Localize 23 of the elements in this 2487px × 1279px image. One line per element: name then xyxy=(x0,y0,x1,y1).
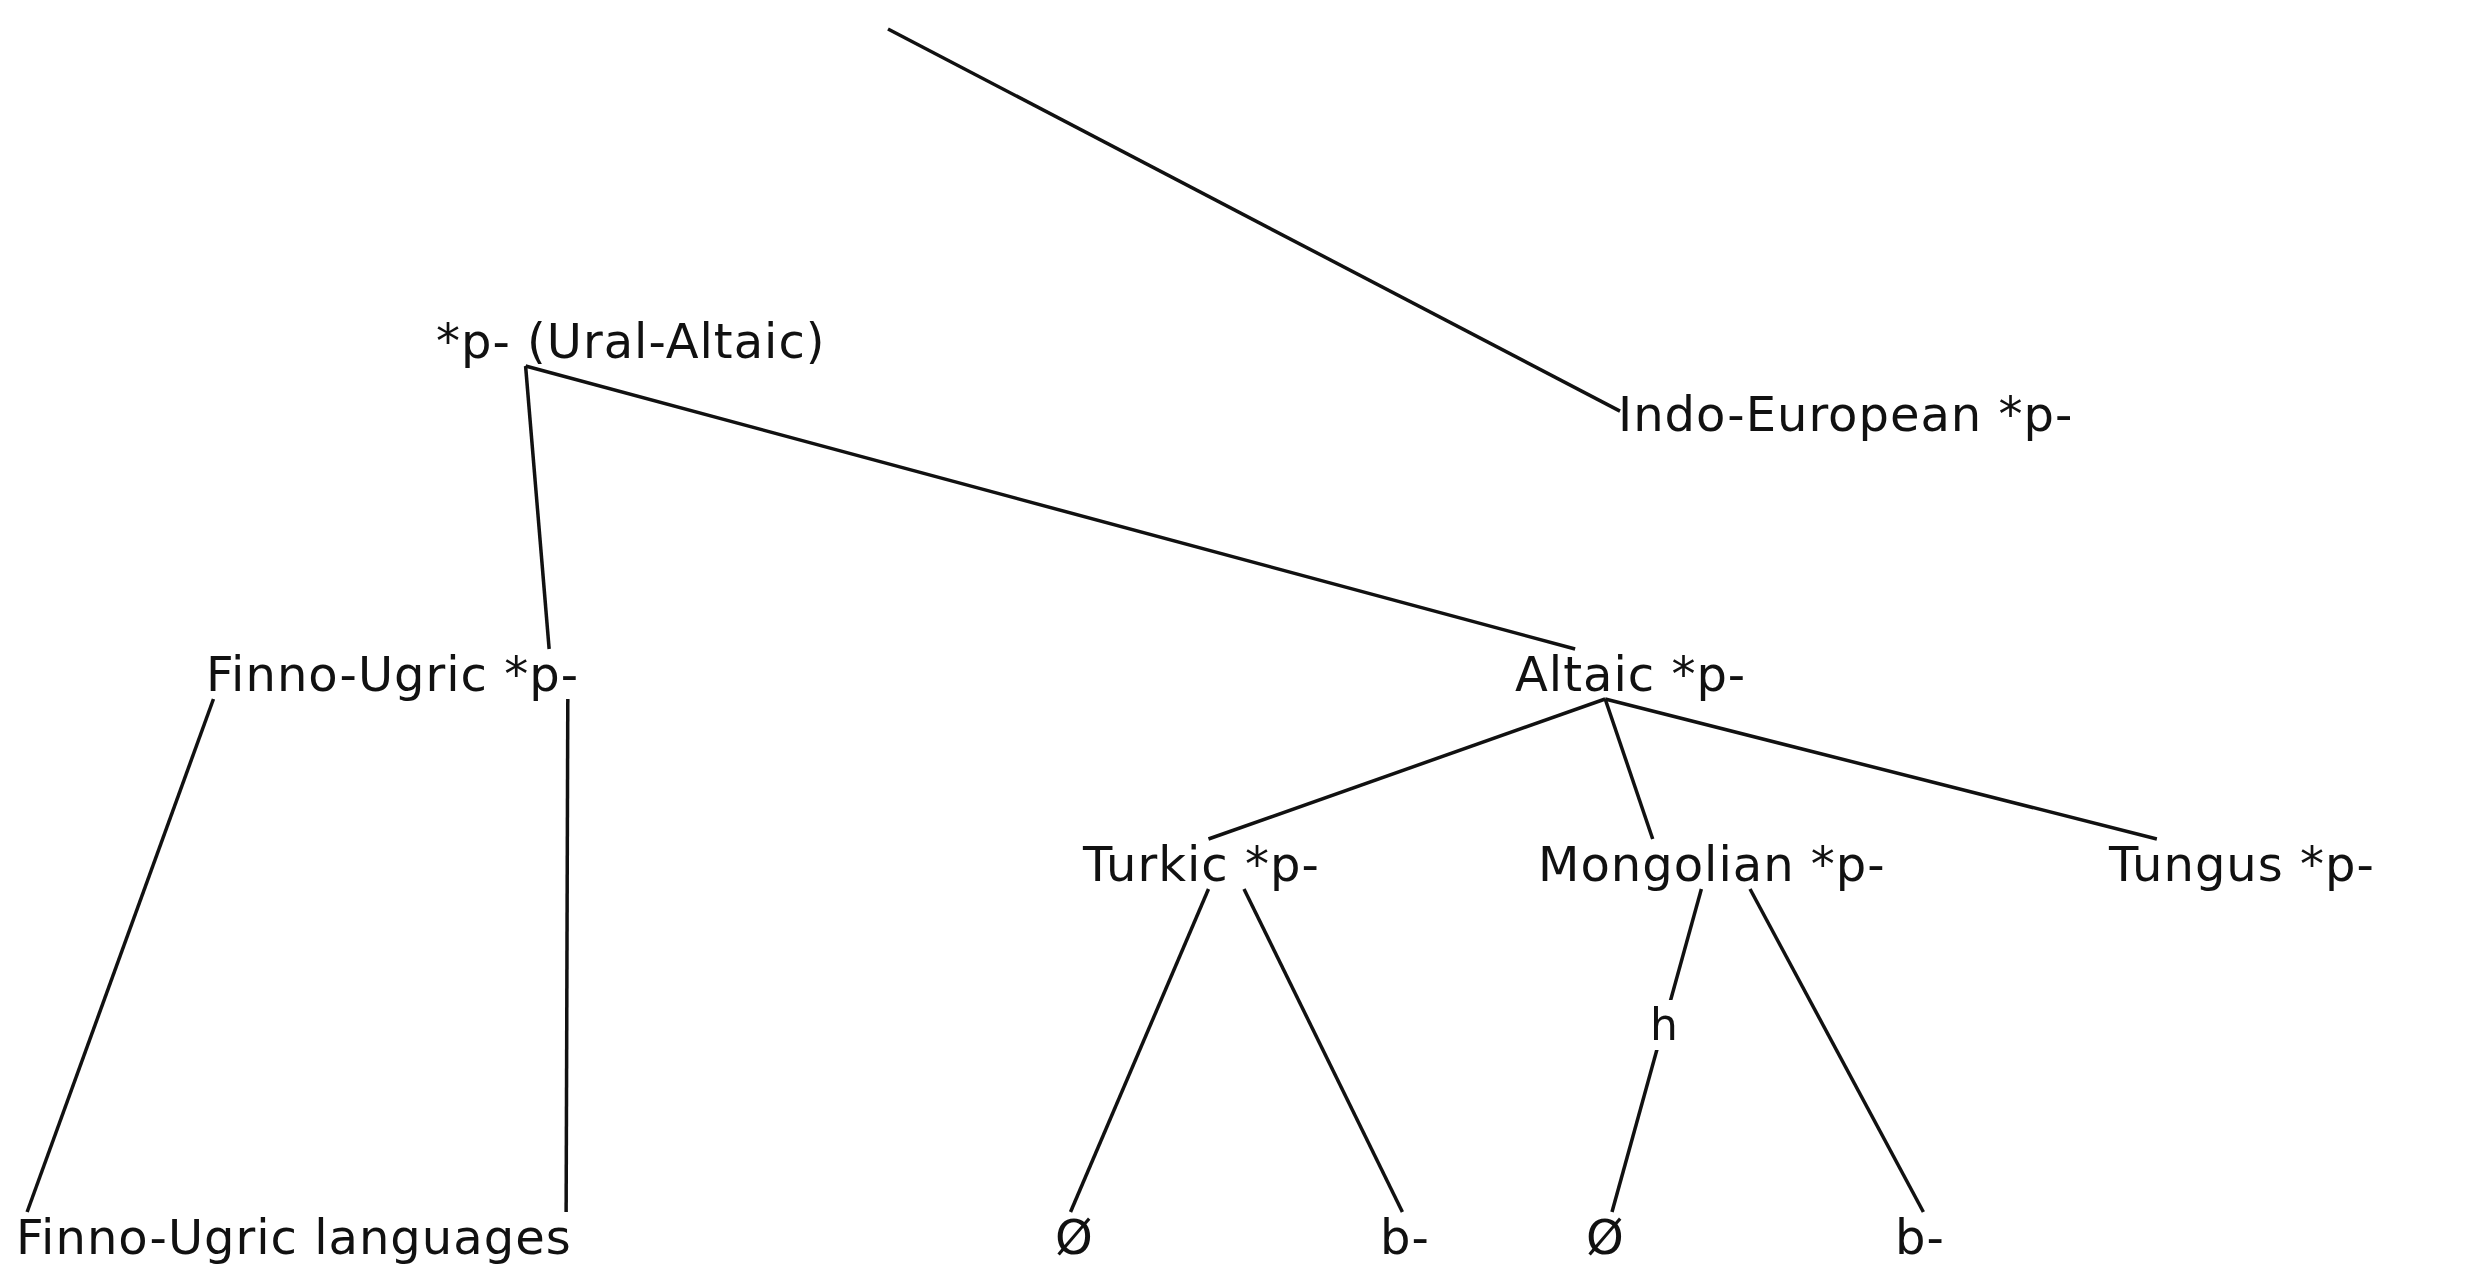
node-label: Indo-European *p- xyxy=(1618,385,2074,443)
node-label: Ø xyxy=(1586,1208,1625,1266)
tree-line xyxy=(1242,888,1404,1213)
tree-line xyxy=(25,698,216,1213)
node-label: Ø xyxy=(1055,1208,1094,1266)
tree-line xyxy=(887,27,1621,413)
tree-line xyxy=(1748,888,1925,1213)
node-label: b- xyxy=(1380,1208,1430,1266)
tree-line xyxy=(1603,698,1655,840)
node-label: *p- (Ural-Altaic) xyxy=(436,312,826,370)
tree-line xyxy=(1068,888,1211,1213)
node-label: Mongolian *p- xyxy=(1538,835,1886,893)
node-label: Altaic *p- xyxy=(1515,645,1747,703)
node-label: Turkic *p- xyxy=(1083,835,1320,893)
node-label: Tungus *p- xyxy=(2109,835,2375,893)
tree-line xyxy=(525,364,1576,651)
node-label: b- xyxy=(1895,1208,1945,1266)
node-label: Finno-Ugric languages xyxy=(16,1208,572,1266)
tree-line xyxy=(1604,697,2158,841)
tree-line xyxy=(1207,697,1606,841)
tree-line xyxy=(523,365,551,650)
tree-line xyxy=(564,699,570,1212)
node-label: Finno-Ugric *p- xyxy=(206,645,579,703)
